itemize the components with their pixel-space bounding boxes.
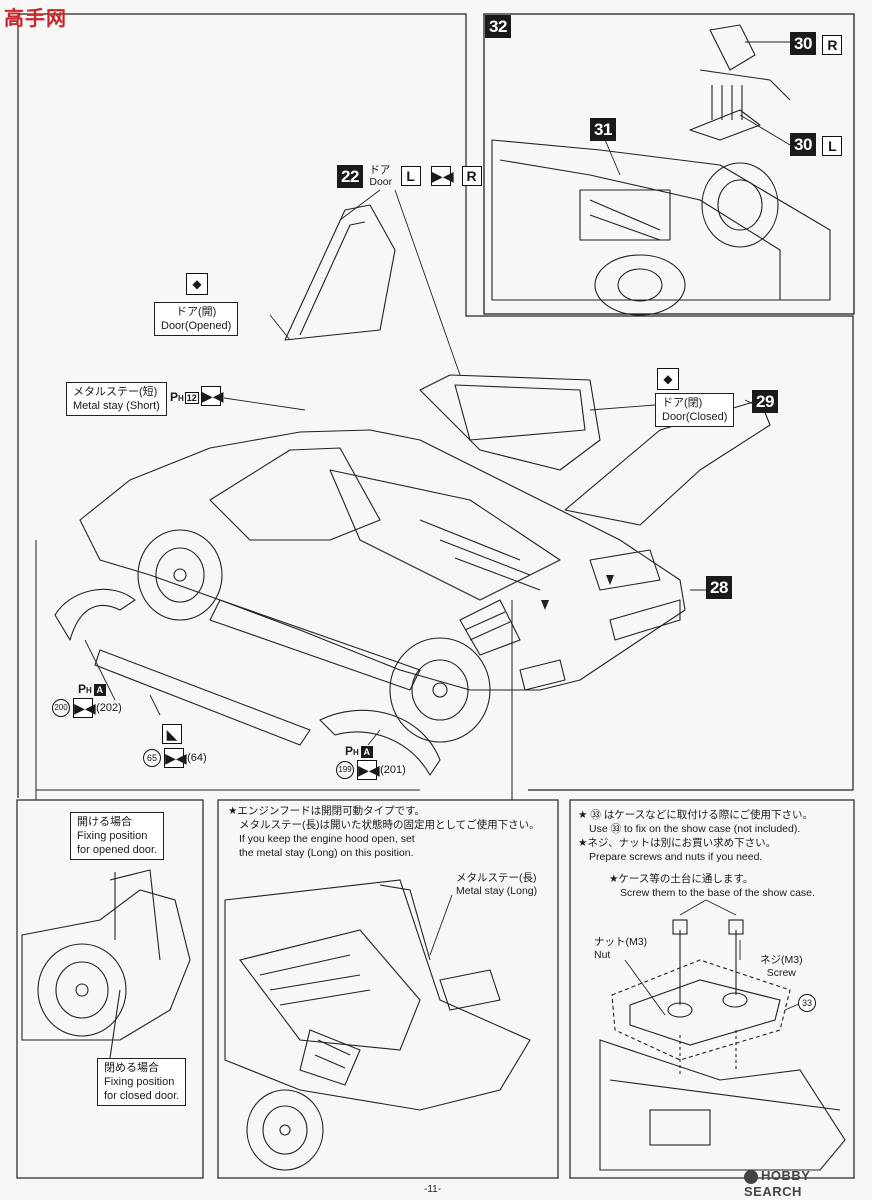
step-22-badge: 22: [337, 164, 363, 188]
engine-hood-note: ★エンジンフードは開閉可動タイプです。 メタルステー(長)は開いた状態時の固定用…: [228, 805, 540, 859]
part-200-circle: 200: [52, 699, 70, 717]
closed-door-position-callout: 閉める場合 Fixing position for closed door.: [97, 1058, 187, 1106]
movable-icon: ◆: [186, 273, 208, 295]
part-65-circle: 65: [143, 749, 161, 767]
door-closed-callout: ドア(閉) Door(Closed): [655, 393, 735, 427]
metal-stay-long-label: メタルステー(長) Metal stay (Long): [456, 872, 538, 897]
site-watermark-top: 高手网: [4, 6, 67, 30]
part-199-circle: 199: [336, 761, 354, 779]
page-number: -11-: [424, 1184, 442, 1195]
step-29-badge: 29: [752, 390, 778, 413]
movable-icon: ◆: [657, 368, 679, 390]
movable-icon: ◣: [162, 724, 182, 744]
metal-stay-short-callout: メタルステー(短) Metal stay (Short): [66, 382, 167, 416]
cement-icon: ▶◀: [201, 386, 224, 406]
nut-label: ナット(M3) Nut: [594, 936, 648, 961]
hobby-search-logo-icon: [744, 1169, 758, 1184]
show-case-note: ★ ㉝ はケースなどに取付ける際にご使用下さい。 Use ㉝ to fix on…: [578, 809, 814, 863]
part-30-right-label: 30 R: [790, 32, 843, 55]
part-65-64-label: 65 ▶◀ (64): [143, 748, 207, 768]
cement-icon: ▶◀: [73, 698, 96, 718]
step-31-badge: 31: [590, 118, 616, 141]
door-opened-callout: ドア(開) Door(Opened): [154, 302, 239, 336]
ph12-number: 12: [184, 392, 199, 404]
step-28-badge: 28: [706, 576, 732, 599]
screw-base-note: ★ケース等の土台に通します。 Screw them to the base of…: [609, 873, 815, 899]
cement-icon: ▶◀: [357, 760, 380, 780]
opened-door-position-callout: 開ける場合 Fixing position for opened door.: [70, 812, 165, 860]
right-indicator: R: [461, 166, 482, 186]
part-33-circle: 33: [798, 994, 816, 1012]
cement-icon: ▶◀: [431, 166, 454, 186]
screw-label: ネジ(M3) Screw: [760, 954, 803, 979]
step-32-badge: 32: [485, 15, 511, 38]
left-indicator: L: [400, 166, 421, 186]
part-30-left-label: 30 L: [790, 133, 843, 156]
cement-icon: ▶◀: [164, 748, 187, 768]
part-200-202-label: 200 ▶◀ (202): [52, 698, 122, 718]
part-199-201-label: 199 ▶◀ (201): [336, 760, 406, 780]
hobby-search-watermark: HOBBY SEARCH: [744, 1168, 811, 1199]
